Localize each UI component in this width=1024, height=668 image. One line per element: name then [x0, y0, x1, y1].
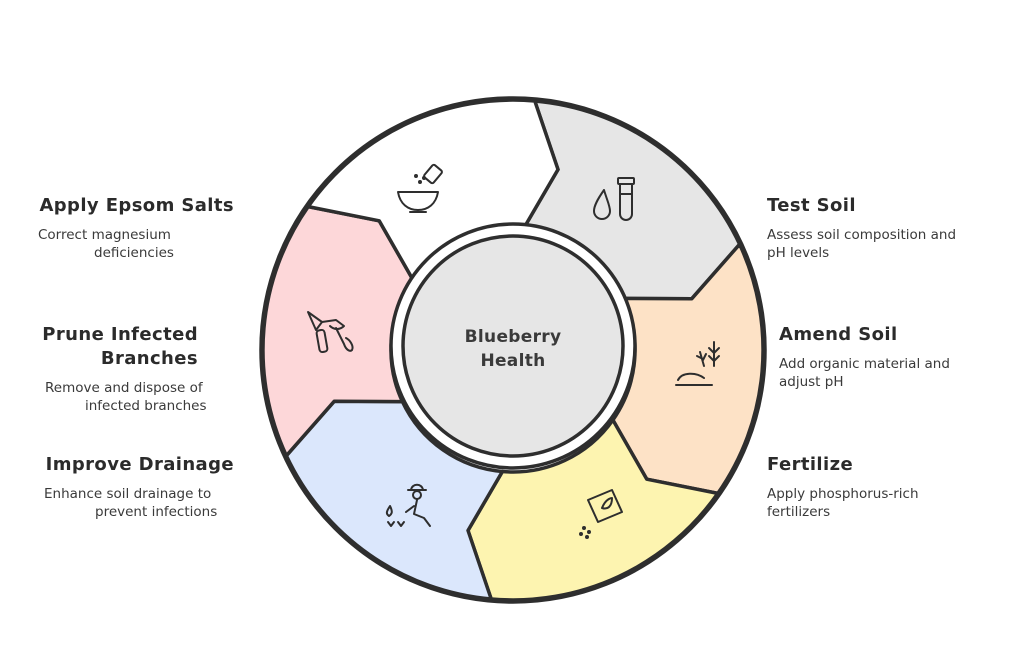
step-label-prune-infected: Prune Infected Branches Remove and dispo…: [10, 323, 206, 415]
step-title-amend-soil: Amend Soil: [779, 324, 898, 345]
step-label-test-soil: Test Soil Assess soil composition and pH…: [767, 194, 1007, 262]
step-label-improve-drainage: Improve Drainage Enhance soil drainage t…: [10, 453, 234, 521]
step-desc-line2: fertilizers: [767, 504, 831, 520]
fertilizer-bag-icon: [579, 489, 623, 539]
test-tube-icon: [593, 177, 635, 221]
step-title-improve-drainage: Improve Drainage: [45, 454, 234, 475]
step-desc-test-soil: Assess soil composition and pH levels: [767, 226, 1007, 262]
step-desc-improve-drainage: Enhance soil drainage to prevent infecti…: [10, 485, 244, 521]
plant-sprout-icon: [675, 341, 720, 386]
step-desc-line2: adjust pH: [779, 374, 844, 390]
step-desc-amend-soil: Add organic material and adjust pH: [779, 355, 1009, 391]
step-title-line2: Branches: [100, 348, 198, 369]
step-title-line1: Prune Infected: [42, 324, 198, 345]
step-title-prune-infected: Prune Infected Branches: [10, 323, 198, 371]
step-label-fertilize: Fertilize Apply phosphorus-rich fertiliz…: [767, 453, 1007, 521]
center-title-line1: Blueberry: [465, 327, 562, 347]
step-title-fertilize: Fertilize: [767, 454, 854, 475]
center-title-line2: Health: [480, 351, 545, 371]
step-desc-prune-infected: Remove and dispose of infected branches: [10, 379, 245, 415]
step-desc-line2: prevent infections: [95, 504, 218, 520]
step-desc-line1: Enhance soil drainage to: [44, 486, 212, 502]
segments: [261, 98, 765, 602]
step-desc-apply-epsom: Correct magnesium deficiencies: [10, 226, 234, 262]
step-desc-line1: Apply phosphorus-rich: [767, 486, 919, 502]
step-desc-line1: Remove and dispose of: [45, 380, 203, 396]
step-desc-line2: deficiencies: [94, 245, 174, 261]
step-desc-line2: pH levels: [767, 245, 830, 261]
step-label-apply-epsom: Apply Epsom Salts Correct magnesium defi…: [10, 194, 234, 262]
step-desc-line1: Correct magnesium: [38, 227, 171, 243]
step-title-test-soil: Test Soil: [767, 195, 856, 216]
step-desc-fertilize: Apply phosphorus-rich fertilizers: [767, 485, 1007, 521]
pruning-shears-icon: [307, 311, 354, 354]
center-hub: [401, 234, 625, 458]
gardener-icon: [385, 483, 431, 527]
step-label-amend-soil: Amend Soil Add organic material and adju…: [779, 323, 1009, 391]
step-desc-line1: Assess soil composition and: [767, 227, 957, 243]
step-desc-line1: Add organic material and: [779, 356, 950, 372]
step-title-apply-epsom: Apply Epsom Salts: [39, 195, 234, 216]
salt-bowl-icon: [397, 163, 443, 213]
step-desc-line2: infected branches: [85, 398, 207, 414]
